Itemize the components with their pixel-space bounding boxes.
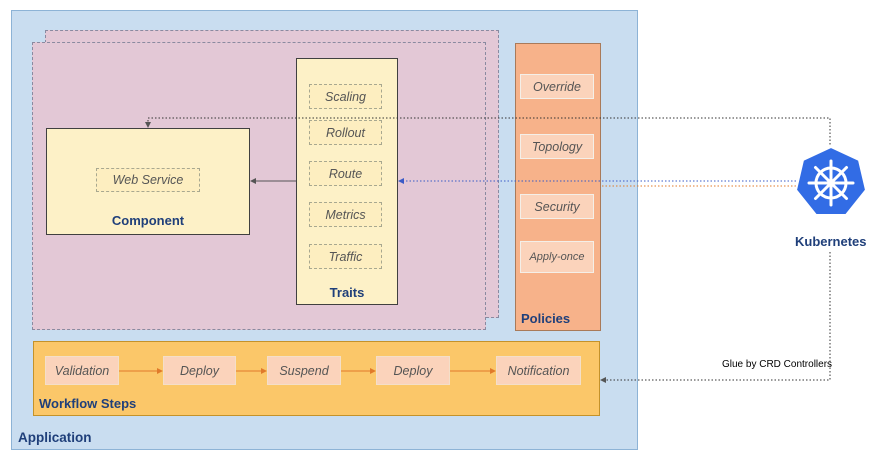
policy-override: Override	[520, 74, 594, 99]
policy-security: Security	[520, 194, 594, 219]
policy-topology: Topology	[520, 134, 594, 159]
web-service-box: Web Service	[96, 168, 200, 192]
trait-traffic: Traffic	[309, 244, 382, 269]
application-label: Application	[18, 430, 92, 445]
traits-label: Traits	[329, 285, 365, 300]
trait-metrics: Metrics	[309, 202, 382, 227]
policy-apply-once: Apply-once	[520, 241, 594, 273]
trait-rollout: Rollout	[309, 120, 382, 145]
kubernetes-helm-icon	[794, 145, 868, 216]
workflow-step-suspend: Suspend	[267, 356, 341, 385]
component-label: Component	[111, 213, 185, 228]
workflow-step-deploy-2: Deploy	[376, 356, 450, 385]
trait-route: Route	[309, 161, 382, 186]
workflow-step-deploy: Deploy	[163, 356, 236, 385]
workflow-step-notification: Notification	[496, 356, 581, 385]
trait-scaling: Scaling	[309, 84, 382, 109]
workflow-step-validation: Validation	[45, 356, 119, 385]
policies-label: Policies	[521, 311, 571, 326]
kubernetes-label: Kubernetes	[795, 234, 867, 249]
workflow-steps-label: Workflow Steps	[39, 396, 137, 411]
glue-label: Glue by CRD Controllers	[722, 359, 833, 370]
